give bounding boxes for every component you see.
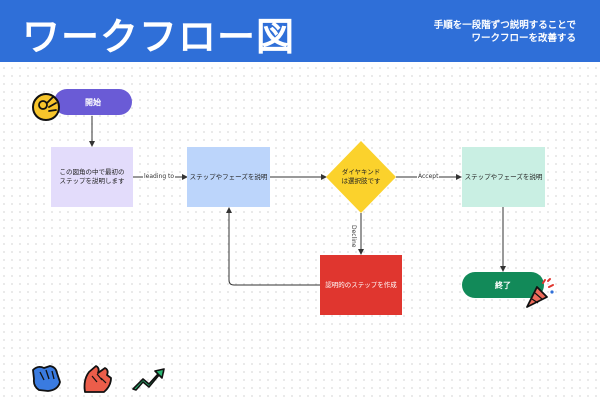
end-node-label: 終了	[495, 280, 511, 290]
subtitle-line-1: 手順を一段階ずつ説明することで	[433, 20, 576, 31]
party-popper-icon	[526, 278, 554, 308]
subtitle-line-2: ワークフローを改善する	[471, 33, 576, 44]
explain-phase-label-2: ステップやフェーズを説明	[464, 172, 543, 181]
page-title: ワークフロー図	[22, 15, 296, 59]
explain-phase-label-1: ステップやフェーズを説明	[189, 172, 268, 181]
create-step-label: 認明的のステップを作成	[325, 280, 397, 289]
ok-hand-icon	[31, 92, 61, 122]
start-node-label: 開始	[85, 97, 101, 107]
describe-step-label: この図角の中で最初の ステップを説明します	[59, 168, 125, 185]
edge-create-loop-back	[226, 207, 320, 286]
describe-step-node[interactable]: この図角の中で最初の ステップを説明します	[51, 147, 133, 207]
explain-phase-node-1[interactable]: ステップやフェーズを説明	[187, 147, 270, 207]
create-step-node[interactable]: 認明的のステップを作成	[320, 255, 402, 315]
trend-up-arrow-icon	[132, 368, 165, 391]
fist-bump-icon	[32, 365, 61, 392]
page-subtitle: 手順を一段階ずつ説明することで ワークフローを改善する	[434, 19, 576, 45]
edge-label-accept: Accept	[417, 173, 440, 180]
explain-phase-node-2[interactable]: ステップやフェーズを説明	[462, 147, 545, 207]
end-node[interactable]: 終了	[462, 272, 544, 298]
decision-label: ダイヤキンド は選択肢です	[341, 168, 381, 185]
decision-node[interactable]	[325, 140, 397, 214]
header-banner: ワークフロー図 手順を一段階ずつ説明することで ワークフローを改善する	[0, 0, 600, 62]
edge-label-decline: Decline	[350, 224, 357, 249]
start-node[interactable]: 開始	[54, 89, 132, 115]
clap-hands-icon	[83, 365, 112, 393]
edge-label-leading-to: leading to	[143, 173, 176, 180]
